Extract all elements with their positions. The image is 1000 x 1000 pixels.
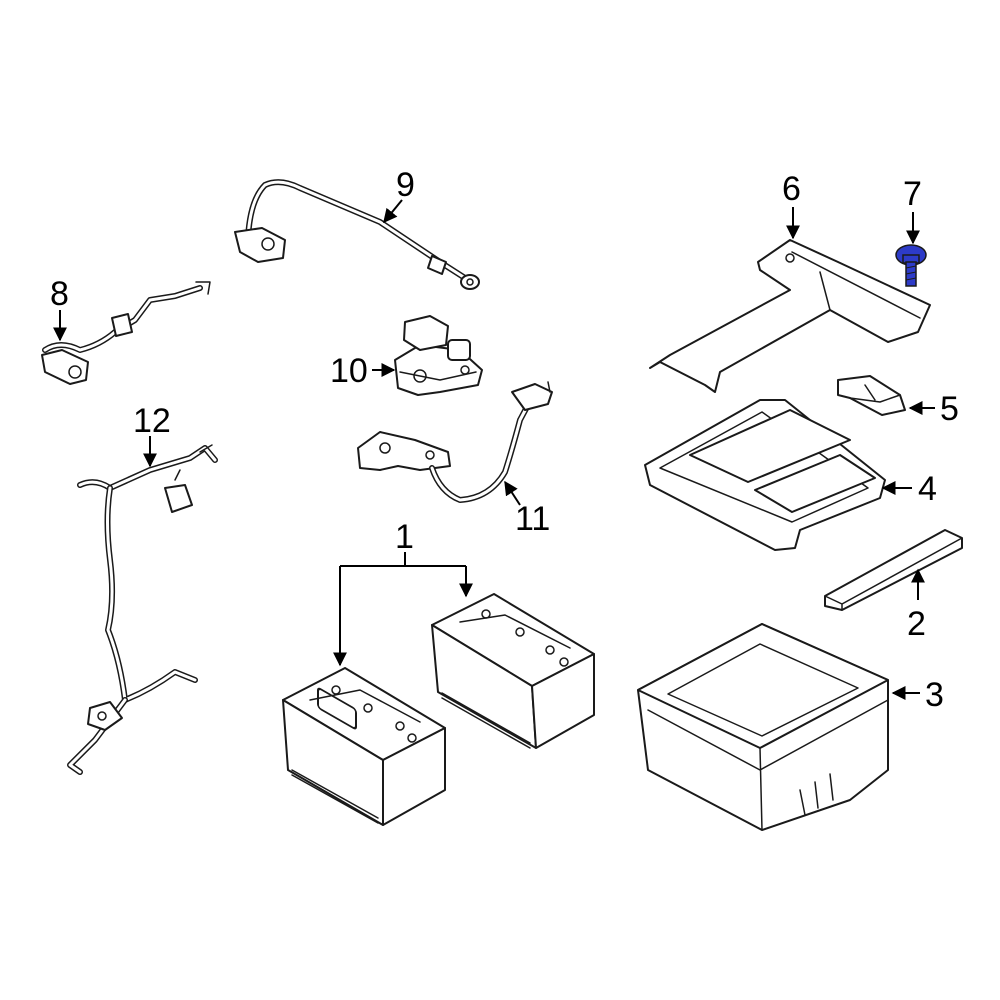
leader-1 [340, 552, 466, 567]
callout-8: 8 [50, 275, 69, 313]
battery-rear-part-1[interactable] [431, 593, 595, 749]
ground-cable-part-11[interactable] [357, 381, 553, 503]
callout-7: 7 [903, 175, 922, 213]
leader-9 [383, 199, 403, 224]
battery-terminal-part-10[interactable] [394, 315, 483, 396]
leader-11 [504, 480, 521, 506]
cover-part-4[interactable] [644, 399, 886, 551]
callout-3: 3 [925, 676, 944, 714]
positive-cable-part-9[interactable] [234, 179, 480, 290]
battery-tray-part-3[interactable] [637, 623, 889, 831]
callout-12: 12 [133, 402, 171, 440]
spacer-part-2[interactable] [824, 529, 963, 611]
negative-cable-part-8[interactable] [41, 281, 211, 385]
clip-part-5[interactable] [837, 375, 906, 416]
hold-down-bracket-part-6[interactable] [649, 239, 931, 393]
callout-4: 4 [918, 470, 937, 508]
callout-6: 6 [782, 170, 801, 208]
callout-9: 9 [396, 166, 415, 204]
callout-5: 5 [940, 390, 959, 428]
bolt-part-7[interactable] [895, 244, 927, 287]
callout-2: 2 [907, 605, 926, 643]
battery-front-part-1[interactable] [282, 667, 446, 826]
callout-10: 10 [330, 352, 368, 390]
wiring-harness-part-12[interactable] [67, 444, 218, 775]
callout-1: 1 [395, 518, 414, 556]
callout-11: 11 [515, 500, 550, 538]
